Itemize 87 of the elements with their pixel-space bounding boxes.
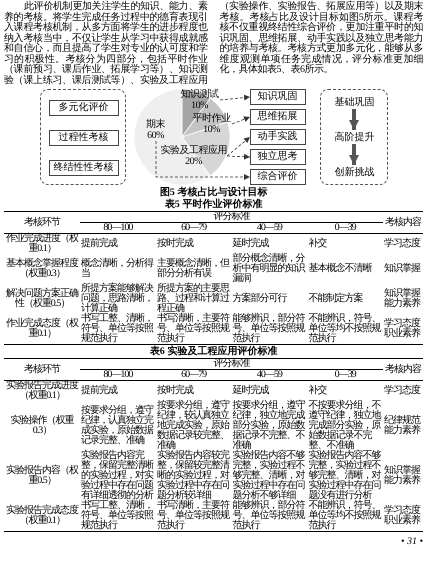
- score-range: 0—39: [307, 222, 383, 234]
- dashed-arrow: [155, 140, 250, 180]
- rating-description: 补交: [307, 380, 383, 401]
- label-box: 综合评价: [250, 169, 306, 185]
- score-range: 40—59: [232, 370, 308, 380]
- rating-description: 不按要求分组，不遵守纪律，独立地完成部分实验，原始数据记录不完整、不准确: [307, 401, 382, 451]
- rating-description: 实验报告内容较完整，保留较完整清晰的实验过程，对实验过程中存在问题分析较详细: [156, 451, 230, 501]
- assessment-content: 学习态度职业素养: [383, 314, 423, 344]
- rating-description: 主要概念清晰，但部分分析有误: [156, 254, 232, 284]
- criterion-name: 实验报告内容（权重0.5）: [5, 464, 80, 488]
- label-box: 独立思考: [250, 149, 306, 165]
- group-frame: [40, 89, 126, 185]
- criterion-name: 解决问题方案正确性（权重0.5）: [5, 286, 80, 311]
- rating-description: 补交: [307, 234, 383, 254]
- rating-description: 提前完成: [80, 380, 156, 401]
- rating-description: 不能辨识，符号、单位等均不按照规范执行: [307, 501, 383, 532]
- slice-label: 平时作业 10%: [192, 113, 232, 135]
- block-arrow: [348, 109, 358, 130]
- group-frame: [320, 89, 388, 185]
- rating-description: 书写清晰，主要符号、单位等按照规范执行: [156, 314, 232, 344]
- rating-description: 方案部分可行: [232, 284, 308, 314]
- rating-description: 延时完成: [232, 380, 308, 401]
- slice-label: 期末 60%: [142, 119, 170, 141]
- column-header: 考核内容: [383, 358, 423, 380]
- score-range: 80—100: [80, 222, 156, 234]
- criterion-name: 基本概念掌握程度（权重0.3）: [5, 256, 80, 281]
- score-range: 60—79: [156, 222, 232, 234]
- assessment-content: 学习态度: [383, 380, 423, 401]
- stage-text: 高阶提升: [326, 131, 382, 145]
- label-box: 多元化评价: [48, 100, 118, 116]
- criterion-name: 实验操作（权重0.3）: [10, 414, 75, 438]
- score-range: 60—79: [156, 370, 232, 380]
- score-range: 40—59: [232, 222, 308, 234]
- label-box: 终结性性考核: [48, 160, 118, 176]
- column-header: 考核环节: [4, 358, 80, 380]
- rating-description: 基本概念不清晰: [307, 262, 373, 276]
- rating-description: 按要求分组，遵守纪律，较认真独立地完成实验，原始数据记录较完整、准确: [156, 401, 230, 451]
- score-range: 0—39: [307, 370, 383, 380]
- label-box: 动手实践: [250, 129, 306, 145]
- rating-description: 所提方案的主要思路、过程和计算过程正确: [156, 284, 230, 314]
- rating-description: 不能制定方案: [307, 284, 383, 314]
- assessment-content: 学习态度: [383, 234, 423, 254]
- stage-text: 基础巩固: [326, 96, 382, 110]
- dashed-arrow: [226, 154, 250, 160]
- rating-description: 按时完成: [156, 234, 232, 254]
- figure-caption: 图5 考核占比与设计目标: [158, 187, 268, 198]
- label-box: 知识巩固: [250, 89, 306, 105]
- rating-description: 能够辨识，部分符号、单位等按照规范执行: [232, 314, 308, 344]
- assessment-content: 知识掌握: [383, 262, 422, 276]
- dashed-arrow: [226, 136, 250, 156]
- rating-description: 书写工整、清晰，符号、单位等按照规范执行: [80, 314, 156, 344]
- rating-description: 书写工整、清晰，符号、单位等按照规范执行: [80, 501, 156, 532]
- block-arrow: [348, 144, 358, 165]
- assessment-content: 知识掌握能力素养: [383, 464, 422, 488]
- rating-description: 所提方案能够解决问题，思路清晰，计算正确: [80, 284, 154, 314]
- assessment-content: 学习态度职业素养: [383, 501, 423, 532]
- criterion-name: 实验报告完成态度（权重0.1）: [4, 501, 80, 532]
- column-header: 考核环节: [4, 212, 80, 234]
- rating-description: 不能辨识，符号、单位等均不按照规范执行: [307, 314, 383, 344]
- dashed-arrow: [219, 94, 250, 101]
- page-number: • 31 •: [400, 536, 423, 547]
- rating-description: 延时完成: [232, 234, 308, 254]
- assessment-content: 知识掌握能力素养: [383, 286, 422, 311]
- slice-label: 实验及工程应用 20%: [160, 145, 226, 167]
- slice-label: 知识测试 10%: [180, 89, 220, 111]
- rating-description: 实验报告内容不够完整，实验过程不够完整、清晰，对实验过程中存在问题没有进行分析: [307, 451, 382, 501]
- table-caption: 表6 实验及工程应用评价标准: [148, 346, 278, 357]
- rating-description: 实验报告内容不够完整，实验过程不够完整、清晰，对实验过程中存在问题分析不够详细: [232, 451, 306, 501]
- dashed-arrow: [231, 116, 250, 124]
- table-caption: 表5 平时作业评价标准: [164, 199, 264, 210]
- stage-text: 创新挑战: [326, 166, 382, 180]
- score-range: 80—100: [80, 370, 156, 380]
- body-paragraph: 此评价机制更加关注学生的知识、能力、素养的考核。将学生完成任务过程中的德育表现引入课程考核机制，从多方面将学生的进步程度也纳入考核当中，不仅让学生从学习中获得成就感和自信心，而且提高了学生对专业的认可度和学习的积极性。考核分为四部分，包括平时作业（课前预习、课后作业、拓展学习等）、知识测验（课上练习、课后测试等）、实验及工程应用（实验操作、实验报告、拓展应用等）以及期末考核。考核占比及设计目标如图5所示。课程考核不仅重视终结性综合评价，更加注重平时的知识巩固、思维拓展、动手实践以及独立思考能力的培养与考核。考核方式更加多元化，能够从多维度观测单项任务完成情况，评分标准更加细化，具体如表5、表6所示。: [4, 2, 423, 86]
- rating-description: 按要求分组，遵守纪律，认真独立完成实验，原始数据记录完整、准确: [80, 401, 156, 451]
- column-header: 考核内容: [383, 212, 423, 234]
- rating-description: 部分概念清晰，分析中有明显的知识漏洞: [232, 254, 306, 284]
- rating-description: 提前完成: [80, 234, 156, 254]
- rating-description: 按要求分组，遵守纪律，独立地完成部分实验，原始数据记录不完整、不准确: [232, 401, 306, 451]
- label-box: 过程性考核: [48, 130, 118, 146]
- rating-description: 实验报告内容完整，保留完整清晰的实验过程，对实验过程中存在问题有详细透彻的分析: [80, 451, 154, 501]
- rating-description: 按时完成: [156, 380, 232, 401]
- assessment-content: 纪律规范能力素养: [383, 414, 422, 438]
- label-box: 思维拓展: [250, 109, 306, 125]
- rating-description: 概念清晰，分析得当: [80, 254, 156, 284]
- criterion-name: 作业完成态度（权重0.1）: [4, 314, 80, 344]
- rating-description: 书写清晰，主要符号、单位等按照规范执行: [156, 501, 232, 532]
- rating-description: 能够辨识，部分符号、单位等按照规范执行: [232, 501, 308, 532]
